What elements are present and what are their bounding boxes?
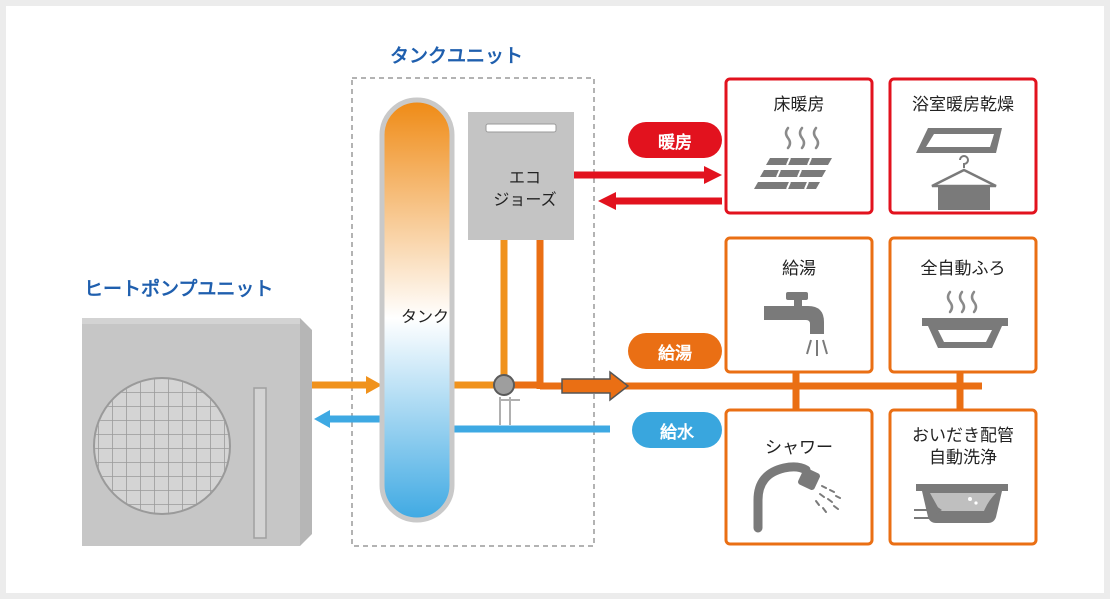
reheat-pipe-label-line2: 自動洗浄 [929, 448, 997, 468]
arrow-to-heat-pump [314, 410, 330, 428]
bath-icon [922, 290, 1008, 348]
reheat-pipe-icon [914, 484, 1008, 523]
hot-water-arrow [561, 370, 630, 402]
heat-pump-unit-title: ヒートポンプユニット [84, 278, 274, 300]
floor-heating-label: 床暖房 [773, 95, 825, 115]
reheat-pipe-label-line1: おいだき配管 [912, 426, 1014, 446]
ecojoes-label-line2: ジョーズ [493, 190, 557, 209]
heat-pump-unit [82, 318, 312, 546]
water-supply-pill: 給水 [632, 412, 722, 448]
shower-label: シャワー [765, 438, 833, 458]
ecojoes-unit [468, 112, 574, 240]
bathroom-dryer-icon [916, 128, 1002, 210]
ecojoes-label-line1: エコ [508, 168, 541, 187]
auto-bath-label: 全自動ふろ [920, 259, 1006, 279]
hot-water-pill: 給湯 [628, 333, 722, 369]
floor-heating-icon [754, 126, 832, 190]
heating-pill: 暖房 [628, 122, 722, 158]
shower-icon [753, 462, 841, 533]
diagram-canvas: タンクユニット ヒートポンプユニット タンク エコ ジョーズ 暖房 給湯 給水 … [6, 6, 1104, 593]
tank-unit-frame [351, 77, 595, 547]
tank [379, 97, 455, 523]
tank-unit-title: タンクユニット [390, 45, 524, 67]
mixing-valve-icon [493, 374, 515, 396]
diagram-graphics [82, 77, 1038, 547]
tank-label: タンク [400, 307, 449, 326]
bathroom-dryer-label: 浴室暖房乾燥 [912, 95, 1014, 115]
heating-pipes [574, 166, 722, 210]
arrow-to-tank [366, 376, 382, 394]
faucet-icon [764, 292, 828, 356]
hot-water-supply-label: 給湯 [782, 259, 816, 279]
